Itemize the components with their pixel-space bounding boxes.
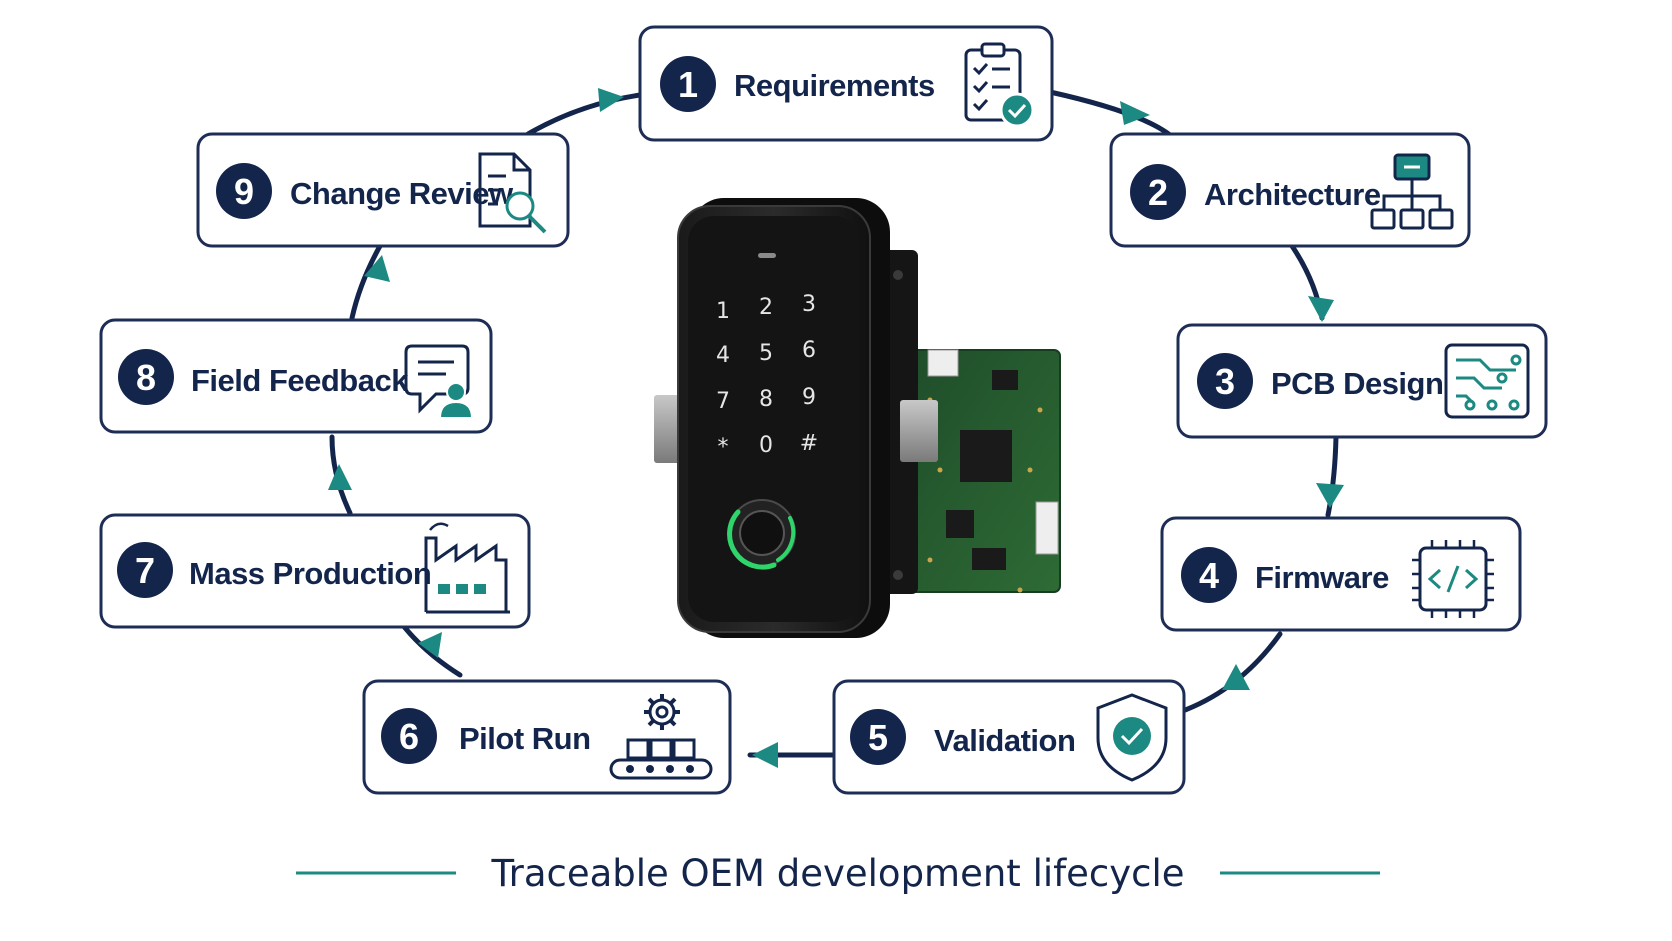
hierarchy-icon [1370, 153, 1454, 230]
step-box-field-feedback: 8 Field Feedback [99, 318, 493, 434]
caption-block: Traceable OEM development lifecycle [296, 852, 1380, 895]
key: 6 [802, 338, 816, 363]
step-number: 1 [678, 64, 698, 105]
step-label: Architecture [1204, 177, 1381, 212]
key: 1 [716, 299, 730, 324]
step-label: Field Feedback [191, 363, 409, 398]
step-box-mass-production: 7 Mass Production [99, 513, 531, 629]
key: 9 [802, 385, 816, 410]
chat-user-icon [404, 344, 474, 419]
connector-3-4 [1325, 434, 1339, 518]
step-number: 3 [1215, 361, 1235, 402]
step-number: 6 [399, 716, 419, 757]
step-number: 7 [135, 550, 155, 591]
fingerprint-reader [727, 499, 796, 570]
step-box-pilot-run: 6 Pilot Run [362, 679, 732, 795]
document-search-icon [478, 152, 547, 234]
step-number: 4 [1199, 555, 1219, 596]
step-box-firmware: 4 Firmware [1160, 516, 1522, 632]
keypad: 1 2 3 4 5 6 7 8 9 * 0 # [716, 292, 818, 460]
step-label: Requirements [734, 68, 935, 103]
conveyor-gear-icon [609, 694, 713, 780]
key: 3 [802, 292, 816, 317]
arrow-to-9 [364, 255, 390, 282]
arrow-to-3 [1308, 296, 1334, 322]
step-label: Pilot Run [459, 721, 591, 756]
step-label: Firmware [1255, 560, 1389, 595]
key: 0 [759, 433, 773, 458]
step-box-change-review: 9 Change Review [196, 132, 570, 248]
key: 2 [759, 295, 773, 320]
factory-icon [424, 522, 510, 614]
step-box-validation: 5 Validation [832, 679, 1186, 795]
pcb-board [907, 349, 1061, 593]
key: 4 [716, 343, 730, 368]
circuit-board-icon [1444, 343, 1530, 419]
arrow-to-8 [328, 464, 352, 490]
step-number: 5 [868, 717, 888, 758]
shield-check-icon [1096, 693, 1168, 782]
connector-9-1 [525, 92, 643, 137]
chip-code-icon [1412, 540, 1494, 618]
cycle-arrowheads [328, 88, 1344, 768]
key: 8 [759, 387, 773, 412]
connector-8-9 [349, 243, 383, 321]
arrow-to-5 [1222, 664, 1250, 690]
step-label: Mass Production [189, 556, 431, 591]
connector-4-5 [1177, 631, 1283, 715]
step-number: 2 [1148, 172, 1168, 213]
arrow-to-7 [418, 632, 442, 658]
step-box-requirements: 1 Requirements [638, 25, 1054, 142]
step-label: Validation [934, 723, 1075, 758]
step-label: PCB Design [1271, 366, 1443, 401]
key: 5 [759, 341, 773, 366]
key: * [718, 435, 729, 460]
arrow-to-1 [598, 88, 624, 112]
latch-bolt-right [900, 400, 938, 462]
step-number: 8 [136, 357, 156, 398]
diagram-caption: Traceable OEM development lifecycle [490, 852, 1184, 895]
status-led [758, 253, 776, 258]
clipboard-check-icon [964, 42, 1035, 128]
key: # [800, 431, 818, 456]
cycle-connectors [329, 89, 1339, 758]
arrow-to-6 [752, 742, 778, 768]
step-box-pcb-design: 3 PCB Design [1176, 323, 1548, 439]
connector-1-2 [1047, 89, 1173, 138]
step-box-architecture: 2 Architecture [1109, 132, 1471, 248]
arrow-to-2 [1120, 101, 1150, 125]
smart-lock-device: 1 2 3 4 5 6 7 8 9 * 0 # [654, 198, 1061, 638]
step-label: Change Review [290, 176, 514, 211]
step-number: 9 [234, 171, 254, 212]
arrow-to-4 [1316, 483, 1344, 508]
key: 7 [716, 389, 730, 414]
